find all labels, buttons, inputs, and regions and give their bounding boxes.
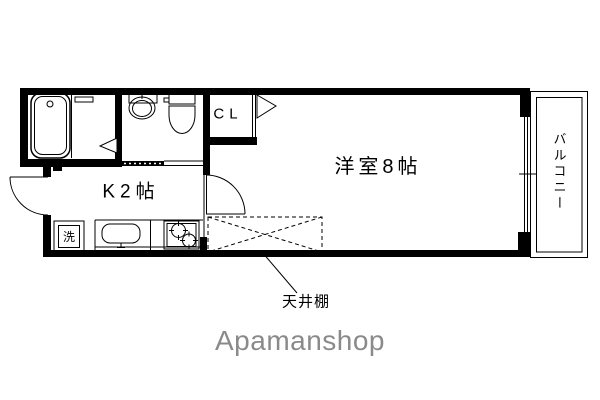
wall-left-bathroom xyxy=(20,88,28,167)
balcony-label: バルコニー xyxy=(551,132,567,212)
closet-label: CL xyxy=(213,105,243,123)
balcony-inner-line xyxy=(536,97,583,253)
washing-machine-icon xyxy=(53,220,85,253)
wall-door-stub xyxy=(200,237,207,257)
entrance-step xyxy=(53,167,62,171)
closet xyxy=(252,94,277,137)
ceiling-shelf-leader-line xyxy=(261,251,298,294)
wall-kitchen-left-lower xyxy=(43,215,51,257)
wall-bath-toilet-divider xyxy=(115,93,122,161)
ceiling-shelf xyxy=(207,216,323,294)
wall-right-bottom-stub xyxy=(518,232,530,257)
bathtub-drain-icon xyxy=(46,100,54,108)
bathroom xyxy=(30,92,118,159)
toilet-tank xyxy=(168,93,196,105)
washbasin-counter xyxy=(128,93,158,104)
entrance-door xyxy=(9,176,49,216)
washing-machine-inner xyxy=(58,225,80,248)
bathtub-inner xyxy=(34,96,67,155)
western-room-label: 洋室8帖 xyxy=(334,156,422,178)
ceiling-shelf-label: 天井棚 xyxy=(281,293,331,311)
toilet-icon xyxy=(168,105,196,134)
wall-bathroom-bottom xyxy=(20,159,122,167)
toilet-handle xyxy=(163,97,170,103)
balcony-window xyxy=(519,91,588,258)
wall-kitchen-left-upper xyxy=(43,159,51,177)
bathtub-icon xyxy=(30,92,71,159)
entrance-door-swing-arc xyxy=(9,176,49,216)
kitchen-label: K2帖 xyxy=(102,181,160,203)
washbasin-bowl-inner xyxy=(132,100,152,117)
room-door-swing-arc xyxy=(205,174,246,215)
kitchen-sink-icon xyxy=(101,223,141,244)
wall-top xyxy=(20,88,530,95)
room-door xyxy=(203,174,246,237)
wall-closet-bottom xyxy=(203,137,257,145)
walls xyxy=(20,88,530,257)
washing-machine-label: 洗 xyxy=(62,230,76,244)
wall-sanitary-right xyxy=(203,93,210,175)
wall-bottom xyxy=(43,250,530,257)
brand-logo: Apamanshop xyxy=(214,325,386,356)
washbasin-icon xyxy=(128,96,156,120)
accordion-door-icon xyxy=(122,161,164,166)
closet-folding-door-icon xyxy=(256,94,277,119)
wall-right-top-stub xyxy=(520,88,530,117)
bathroom-folding-door-icon xyxy=(98,137,118,154)
gas-stove-icon xyxy=(163,220,200,250)
sanitary-area xyxy=(122,93,203,166)
ceiling-shelf-icon xyxy=(207,216,323,253)
gas-stove-inner xyxy=(166,223,197,247)
kitchen-fixtures xyxy=(53,219,203,253)
balcony-outline xyxy=(530,91,588,258)
bathroom-shelf xyxy=(74,96,94,103)
